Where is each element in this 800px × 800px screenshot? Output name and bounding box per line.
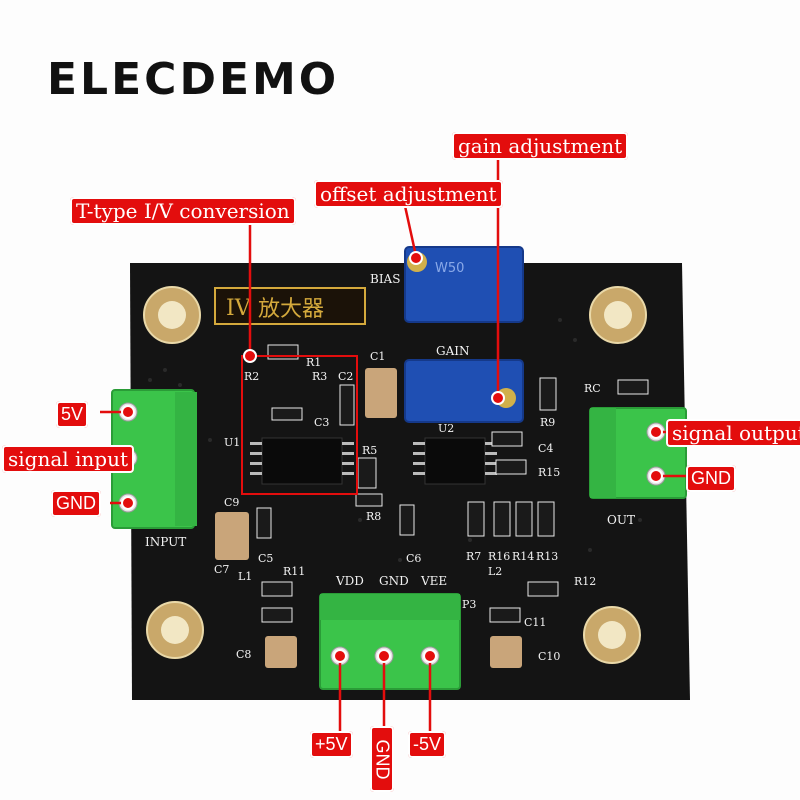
silk-r12: R12 (574, 575, 596, 588)
title-plate (214, 287, 366, 325)
silk-r1: R1 (306, 356, 321, 369)
callout-minus-5v: -5V (408, 731, 447, 758)
ic-u2 (424, 437, 486, 485)
title-prefix: IV (226, 296, 252, 321)
mount-bottom-right (583, 606, 641, 664)
silk-l2: L2 (488, 565, 502, 578)
callout-signal-output: signal output (666, 419, 800, 447)
silk-out: OUT (607, 513, 635, 527)
silk-r3: R3 (312, 370, 327, 383)
silk-r7: R7 (466, 550, 481, 563)
silk-vdd: VDD (335, 574, 364, 588)
mount-bottom-left (146, 601, 204, 659)
silk-c1: C1 (370, 350, 385, 363)
cap-c1 (365, 368, 397, 418)
silk-vee: VEE (420, 574, 447, 588)
silk-p3: P3 (462, 598, 476, 611)
title-cn: 放大器 (258, 297, 324, 322)
silk-r2: R2 (244, 370, 259, 383)
cap-c10 (490, 636, 522, 668)
ic-u2-pins (413, 442, 497, 475)
silk-c2: C2 (338, 370, 353, 383)
offset-potentiometer (404, 246, 524, 323)
callout-gnd-bottom: GND (370, 726, 394, 792)
silk-u2: U2 (438, 422, 454, 435)
mount-top-right (589, 286, 647, 344)
silk-u1: U1 (224, 436, 240, 449)
silk-r13: R13 (536, 550, 558, 563)
silk-r16: R16 (488, 550, 510, 563)
callout-t-type-iv-conversion: T-type I/V conversion (70, 197, 296, 225)
silk-c6: C6 (406, 552, 421, 565)
silk-gnd: GND (379, 574, 409, 588)
callout-gain-adjustment: gain adjustment (452, 132, 629, 160)
silk-r9: R9 (540, 416, 555, 429)
callout-gnd-left: GND (51, 490, 101, 517)
silk-c10: C10 (538, 650, 560, 663)
callout-signal-input: signal input (2, 445, 135, 473)
silk-c9: C9 (224, 496, 239, 509)
silk-c3: C3 (314, 416, 329, 429)
callout-gnd-bottom-text: GND (372, 739, 393, 779)
silk-l1: L1 (238, 570, 252, 583)
silk-c7: C7 (214, 563, 229, 576)
ic-u1-pins (250, 442, 354, 475)
callout-5v: 5V (56, 401, 89, 428)
silk-r11: R11 (283, 565, 305, 578)
silk-rc: RC (584, 382, 601, 395)
silk-gain: GAIN (436, 344, 470, 358)
brand-title: ELECDEMO (47, 54, 340, 105)
silk-c5: C5 (258, 552, 273, 565)
silk-r14: R14 (512, 550, 534, 563)
silk-r5: R5 (362, 444, 377, 457)
cap-c8 (265, 636, 297, 668)
silk-r8: R8 (366, 510, 381, 523)
callout-plus-5v: +5V (310, 731, 353, 758)
gain-potentiometer (404, 359, 524, 423)
silk-input: INPUT (145, 535, 186, 549)
silk-bias: BIAS (370, 272, 400, 286)
t-type-highlight-box (241, 355, 358, 495)
smd-parts (256, 344, 649, 623)
silk-c4: C4 (538, 442, 553, 455)
callout-offset-adjustment: offset adjustment (314, 180, 503, 208)
silk-r15: R15 (538, 466, 560, 479)
callout-gnd-right: GND (686, 465, 736, 492)
silk-c11: C11 (524, 616, 546, 629)
silk-c8: C8 (236, 648, 251, 661)
pot-marking: W50 (435, 261, 464, 276)
cap-c7 (215, 512, 249, 560)
mount-top-left (143, 286, 201, 344)
ic-u1 (261, 437, 343, 485)
